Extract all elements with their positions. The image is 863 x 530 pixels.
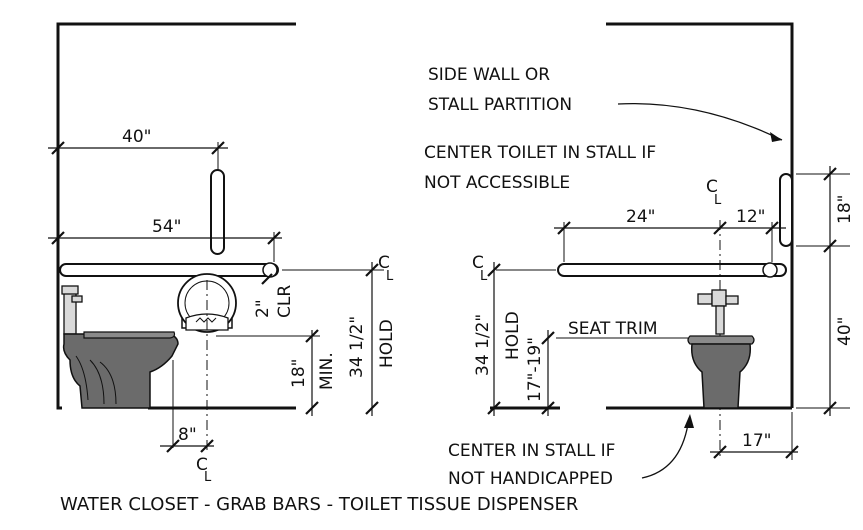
- svg-text:CENTER IN STALL IF: CENTER IN STALL IF: [448, 441, 615, 461]
- svg-text:40": 40": [835, 317, 855, 346]
- svg-text:17": 17": [742, 431, 771, 451]
- svg-text:SIDE WALL OR: SIDE WALL OR: [428, 65, 550, 85]
- svg-text:HOLD: HOLD: [377, 319, 397, 368]
- center-in-stall-note: CENTER IN STALL IF NOT HANDICAPPED: [448, 414, 694, 489]
- svg-text:SEAT TRIM: SEAT TRIM: [568, 319, 658, 339]
- svg-text:C: C: [378, 253, 390, 273]
- svg-text:C: C: [196, 455, 208, 475]
- left-back-wall: [56, 22, 296, 410]
- dim-54-left: 54": [48, 217, 282, 262]
- side-wall-note: SIDE WALL OR STALL PARTITION: [428, 65, 783, 142]
- dim-8-label: 8": [178, 425, 197, 445]
- svg-text:STALL PARTITION: STALL PARTITION: [428, 95, 572, 115]
- svg-text:NOT HANDICAPPED: NOT HANDICAPPED: [448, 469, 613, 489]
- right-side-wall: [606, 22, 794, 408]
- left-elevation: 40" 54" C L 2" CLR: [48, 22, 397, 485]
- svg-text:17"-19": 17"-19": [525, 337, 545, 402]
- seat-trim-label: SEAT TRIM: [556, 319, 688, 339]
- right-toilet-front: [687, 289, 755, 409]
- dim-40-label: 40": [122, 127, 151, 147]
- svg-text:L: L: [386, 269, 394, 284]
- dim-40-left: 40": [48, 127, 228, 172]
- svg-text:18": 18": [835, 195, 855, 224]
- clr-2-label: 2": [253, 299, 273, 318]
- svg-text:L: L: [204, 470, 212, 485]
- vertical-grab-bar: [210, 169, 225, 255]
- side-vertical-grab-bar: [779, 173, 793, 247]
- dim-17-19-right: 17"-19": [525, 330, 555, 416]
- clearance-dim: 2" CLR: [253, 273, 295, 318]
- clr-label: CLR: [275, 285, 295, 318]
- dim-8-left: 8": [160, 360, 214, 453]
- dim-18-40-right: 18" 40": [796, 166, 855, 416]
- dim-17-right: 17": [710, 412, 799, 460]
- svg-text:L: L: [480, 269, 488, 284]
- drawing-caption: WATER CLOSET - GRAB BARS - TOILET TISSUE…: [60, 494, 578, 515]
- svg-text:CENTER TOILET IN STALL IF: CENTER TOILET IN STALL IF: [424, 143, 656, 163]
- centerline-symbol-top-right: C L: [706, 177, 722, 208]
- right-elevation: SIDE WALL OR STALL PARTITION CENTER TOIL…: [424, 22, 855, 489]
- svg-text:HOLD: HOLD: [503, 311, 523, 360]
- svg-text:L: L: [714, 193, 722, 208]
- horizontal-grab-bar: [59, 263, 279, 277]
- svg-text:C: C: [472, 253, 484, 273]
- centerline-symbol-top-left: C L: [378, 253, 394, 284]
- svg-text:24": 24": [626, 207, 655, 227]
- svg-text:NOT ACCESSIBLE: NOT ACCESSIBLE: [424, 173, 570, 193]
- dim-34-half-left: 34 1/2" HOLD: [347, 262, 397, 416]
- center-toilet-note: CENTER TOILET IN STALL IF NOT ACCESSIBLE: [424, 143, 656, 193]
- front-toilet-body: [690, 343, 752, 409]
- left-toilet-side: [61, 285, 179, 409]
- svg-text:12": 12": [736, 207, 765, 227]
- svg-text:34 1/2": 34 1/2": [473, 314, 493, 376]
- svg-text:34 1/2": 34 1/2": [347, 316, 367, 378]
- right-horizontal-grab-bar: [557, 263, 787, 277]
- dim-24-12-right: 24" 12": [554, 207, 786, 262]
- dim-54-label: 54": [152, 217, 181, 237]
- svg-text:C: C: [706, 177, 718, 197]
- dim-18-min-left: 18" MIN.: [216, 329, 337, 416]
- centerline-symbol-mid-right: C L: [472, 253, 488, 284]
- svg-text:MIN.: MIN.: [317, 352, 337, 390]
- toilet-body: [62, 333, 179, 409]
- svg-text:18": 18": [289, 359, 309, 388]
- dim-34-half-right: 34 1/2" HOLD: [473, 262, 523, 416]
- centerline-symbol-bottom-left: C L: [196, 455, 212, 485]
